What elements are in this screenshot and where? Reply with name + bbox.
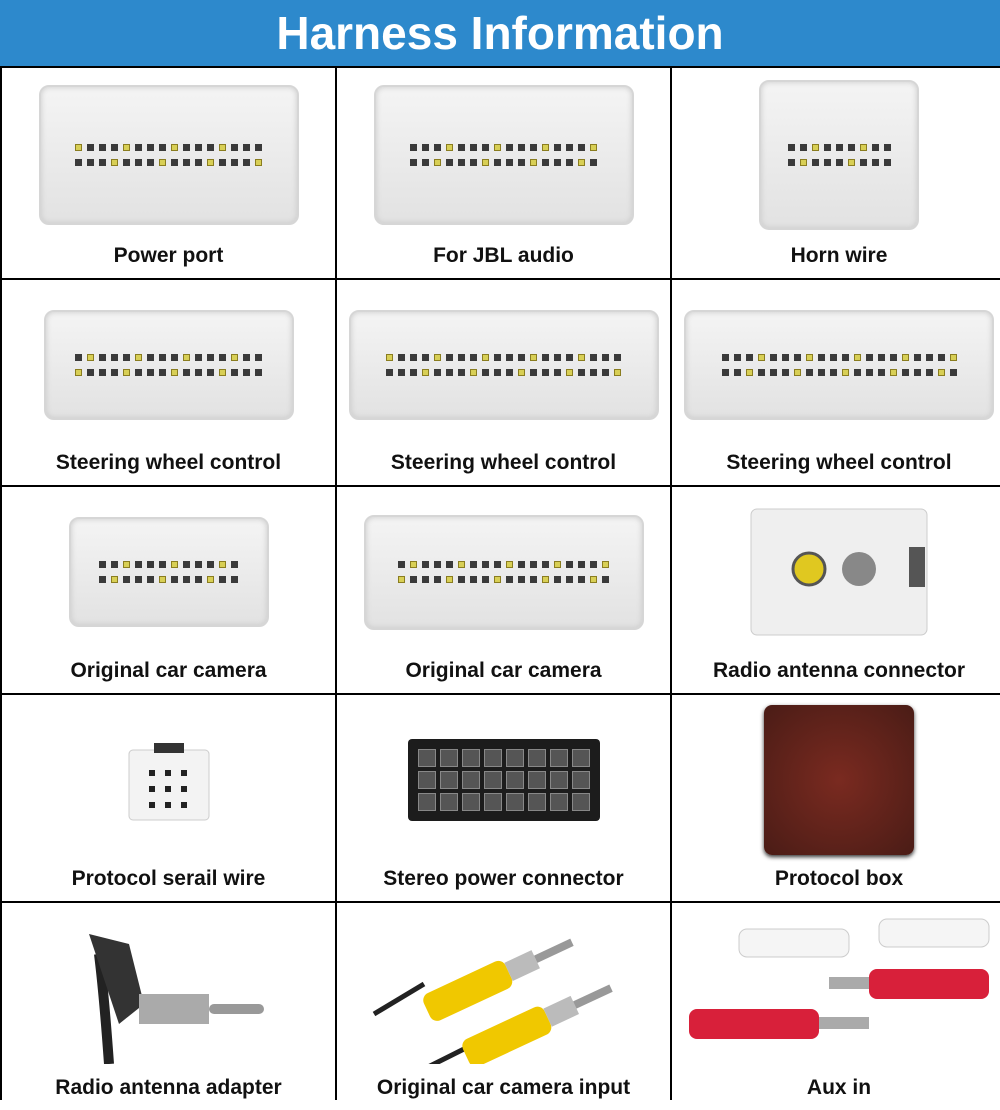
rca-red-white-icon [672, 911, 1000, 1066]
white-connector-icon [2, 76, 335, 234]
harness-label: Power port [113, 244, 224, 267]
harness-label: Protocol box [774, 867, 904, 890]
white-connector-icon [672, 288, 1000, 441]
harness-item: Steering wheel control [2, 280, 335, 485]
white-connector-icon [337, 288, 670, 441]
harness-item: Horn wire [672, 68, 1000, 278]
harness-label: Protocol serail wire [71, 867, 266, 890]
harness-label: For JBL audio [433, 244, 574, 267]
harness-label: Steering wheel control [726, 451, 952, 474]
harness-label: Radio antenna connector [712, 659, 966, 682]
harness-label: Radio antenna adapter [55, 1076, 282, 1099]
rca-yellow-icon [337, 911, 670, 1066]
black-connector-icon [337, 703, 670, 857]
white-connector-icon [337, 495, 670, 649]
harness-item: Original car camera input [337, 903, 670, 1110]
harness-item: Steering wheel control [337, 280, 670, 485]
harness-item: For JBL audio [337, 68, 670, 278]
harness-label: Aux in [806, 1076, 872, 1099]
harness-label: Horn wire [790, 244, 888, 267]
small-connector-icon [2, 703, 335, 857]
harness-item: Aux in [672, 903, 1000, 1110]
harness-label: Steering wheel control [390, 451, 617, 474]
harness-item: Original car camera [337, 487, 670, 693]
harness-item: Protocol serail wire [2, 695, 335, 901]
antenna-connector-icon [672, 495, 1000, 649]
harness-item: Radio antenna connector [672, 487, 1000, 693]
harness-label: Original car camera input [376, 1076, 631, 1099]
page-title: Harness Information [0, 0, 1000, 66]
harness-item: Power port [2, 68, 335, 278]
harness-item: Protocol box [672, 695, 1000, 901]
harness-item: Steering wheel control [672, 280, 1000, 485]
white-connector-icon [337, 76, 670, 234]
harness-item: Stereo power connector [337, 695, 670, 901]
harness-item: Original car camera [2, 487, 335, 693]
harness-label: Steering wheel control [55, 451, 282, 474]
harness-label: Stereo power connector [383, 867, 624, 890]
antenna-plug-icon [2, 911, 335, 1066]
harness-label: Original car camera [70, 659, 267, 682]
harness-label: Original car camera [405, 659, 602, 682]
white-connector-icon [672, 76, 1000, 234]
module-box-icon [672, 703, 1000, 857]
harness-item: Radio antenna adapter [2, 903, 335, 1110]
white-connector-icon [2, 288, 335, 441]
white-connector-icon [2, 495, 335, 649]
